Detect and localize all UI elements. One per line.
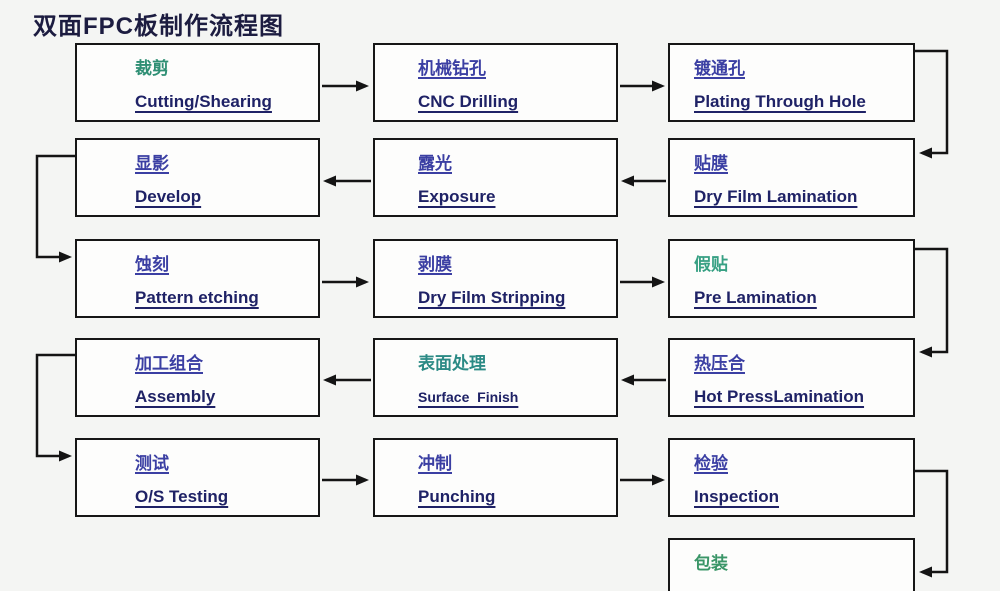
step-label-cn: 蚀刻: [135, 254, 169, 274]
step-label-cn: 裁剪: [135, 58, 169, 78]
flow-step-packing: 包装: [668, 538, 915, 591]
flow-step-plating-through-hole: 镀通孔 Plating Through Hole: [668, 43, 915, 122]
step-label-en: Punching: [418, 486, 496, 506]
arrow-develop-to-pattern-etching: [35, 154, 75, 263]
flow-step-punching: 冲制 Punching: [373, 438, 618, 517]
step-label-cn: 贴膜: [694, 153, 728, 173]
step-label-en: O/S Testing: [135, 486, 229, 506]
flow-step-pattern-etching: 蚀刻 Pattern etching: [75, 239, 320, 318]
flow-step-assembly: 加工组合 Assembly: [75, 338, 320, 417]
step-label-en: Cutting/Shearing: [135, 91, 272, 111]
step-label-en: CNC Drilling: [418, 91, 519, 111]
step-label-cn: 镀通孔: [694, 58, 745, 78]
flow-step-dry-film-lamination: 贴膜 Dry Film Lamination: [668, 138, 915, 217]
step-label-en: Pattern etching: [135, 287, 259, 307]
step-label-cn: 加工组合: [135, 353, 203, 373]
step-label-cn: 剥膜: [418, 254, 452, 274]
flow-step-exposure: 露光 Exposure: [373, 138, 618, 217]
step-label-en: Hot PressLamination: [694, 386, 865, 406]
step-label-cn: 包装: [694, 554, 728, 573]
step-label-en: Surface Finish: [418, 388, 519, 405]
flow-step-pre-lamination: 假贴 Pre Lamination: [668, 239, 915, 318]
step-label-cn: 测试: [135, 453, 169, 473]
flow-step-dry-film-stripping: 剥膜 Dry Film Stripping: [373, 239, 618, 318]
flow-step-surface-finish: 表面处理 Surface Finish: [373, 338, 618, 417]
step-label-cn: 表面处理: [418, 353, 486, 373]
step-label-cn: 假贴: [694, 254, 728, 274]
flow-step-cutting-shearing: 裁剪 Cutting/Shearing: [75, 43, 320, 122]
step-label-en: Dry Film Stripping: [418, 287, 566, 307]
flow-step-inspection: 检验 Inspection: [668, 438, 915, 517]
flow-step-hot-press-lamination: 热压合 Hot PressLamination: [668, 338, 915, 417]
step-label-en: Pre Lamination: [694, 287, 817, 307]
step-label-cn: 热压合: [694, 353, 745, 373]
step-label-en: Plating Through Hole: [694, 91, 866, 111]
step-label-cn: 冲制: [418, 453, 452, 473]
flow-step-cnc-drilling: 机械钻孔 CNC Drilling: [373, 43, 618, 122]
arrow-plating-to-dry-film-lamination: [913, 49, 949, 159]
arrow-assembly-to-os-testing: [35, 353, 75, 462]
step-label-en: Dry Film Lamination: [694, 186, 858, 206]
step-label-en: Develop: [135, 186, 202, 206]
step-label-en: Exposure: [418, 186, 496, 206]
step-label-en: Assembly: [135, 386, 216, 406]
step-label-en: Inspection: [694, 486, 780, 506]
arrow-inspection-to-packing: [913, 469, 949, 578]
flow-step-os-testing: 测试 O/S Testing: [75, 438, 320, 517]
flow-step-develop: 显影 Develop: [75, 138, 320, 217]
arrow-pre-lamination-to-hot-press: [913, 247, 949, 358]
page-title: 双面FPC板制作流程图: [33, 13, 284, 40]
step-label-cn: 机械钻孔: [418, 58, 486, 78]
step-label-cn: 露光: [418, 153, 452, 173]
step-label-cn: 检验: [694, 453, 728, 473]
step-label-cn: 显影: [135, 153, 169, 173]
